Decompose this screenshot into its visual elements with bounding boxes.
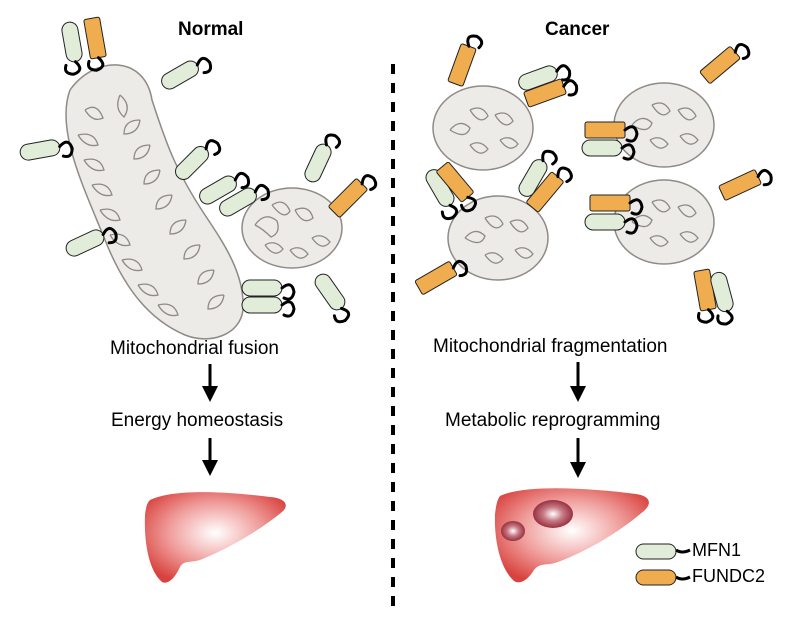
fundc2-protein-icon	[436, 161, 478, 213]
elongated-mitochondrion	[65, 64, 244, 340]
legend-mfn1-icon	[635, 543, 691, 560]
arrow-down-icon	[570, 362, 586, 402]
fundc2-protein-icon	[523, 78, 579, 108]
mfn1-protein-icon	[304, 133, 342, 183]
arrow-down-icon	[202, 438, 218, 476]
cristae	[254, 201, 331, 259]
fundc2-protein-icon	[414, 259, 469, 295]
mfn1-protein-icon	[19, 139, 74, 161]
fundc2-protein-icon	[447, 34, 484, 87]
mfn1-protein-icon	[710, 271, 734, 326]
cancer-panel-title: Cancer	[545, 19, 610, 40]
arrow-down-icon	[570, 438, 586, 478]
fundc2-protein-icon	[328, 174, 378, 218]
legend-fundc2-icon	[635, 569, 691, 586]
fundc2-protein-icon	[526, 166, 573, 213]
fragment-mitochondrion	[447, 195, 549, 281]
fundc2-protein-icon	[584, 121, 639, 143]
mfn1-protein-icon	[518, 149, 558, 197]
mfn1-protein-icon	[314, 273, 351, 324]
mfn1-protein-icon	[61, 21, 83, 76]
mfn1-protein-icon	[161, 56, 213, 90]
round-mitochondrion	[241, 187, 343, 269]
cristae	[449, 102, 699, 264]
mfn1-protein-icon	[241, 296, 296, 318]
legend-label-fundc2: FUNDC2	[692, 566, 766, 586]
healthy-liver-icon	[144, 492, 286, 583]
fragment-mitochondrion	[613, 179, 715, 265]
normal-step-1: Mitochondrial fusion	[110, 338, 279, 359]
mfn1-protein-icon	[199, 171, 251, 205]
mfn1-protein-icon	[518, 64, 572, 91]
mfn1-protein-icon	[581, 139, 636, 161]
mfn1-protein-icon	[584, 213, 639, 235]
fundc2-protein-icon	[83, 16, 107, 72]
mfn1-protein-icon	[241, 279, 296, 301]
flow-arrows	[202, 362, 586, 478]
cancer-step-1: Mitochondrial fragmentation	[433, 336, 668, 357]
tumor-icon	[501, 521, 525, 541]
fundc2-protein-icon	[699, 42, 751, 84]
fragment-mitochondrion	[432, 85, 534, 171]
mfn1-protein-icon	[175, 139, 222, 180]
normal-mitochondria-network	[65, 64, 343, 340]
normal-panel-title: Normal	[178, 19, 244, 40]
cancer-fragmented-mitochondria	[432, 82, 715, 281]
mfn1-protein-icon	[219, 183, 271, 217]
cristae	[77, 94, 225, 317]
fundc2-protein-icon	[589, 194, 644, 216]
normal-step-2: Energy homeostasis	[111, 410, 284, 431]
tumor-icon	[533, 500, 573, 528]
fragment-mitochondrion	[613, 82, 715, 168]
mfn1-protein-icon	[65, 226, 118, 257]
proteins-layer	[19, 16, 773, 326]
cancer-step-2: Metabolic reprogramming	[445, 410, 661, 431]
legend-label-mfn1: MFN1	[692, 540, 741, 560]
arrow-down-icon	[202, 364, 218, 402]
fundc2-protein-icon	[718, 168, 773, 201]
